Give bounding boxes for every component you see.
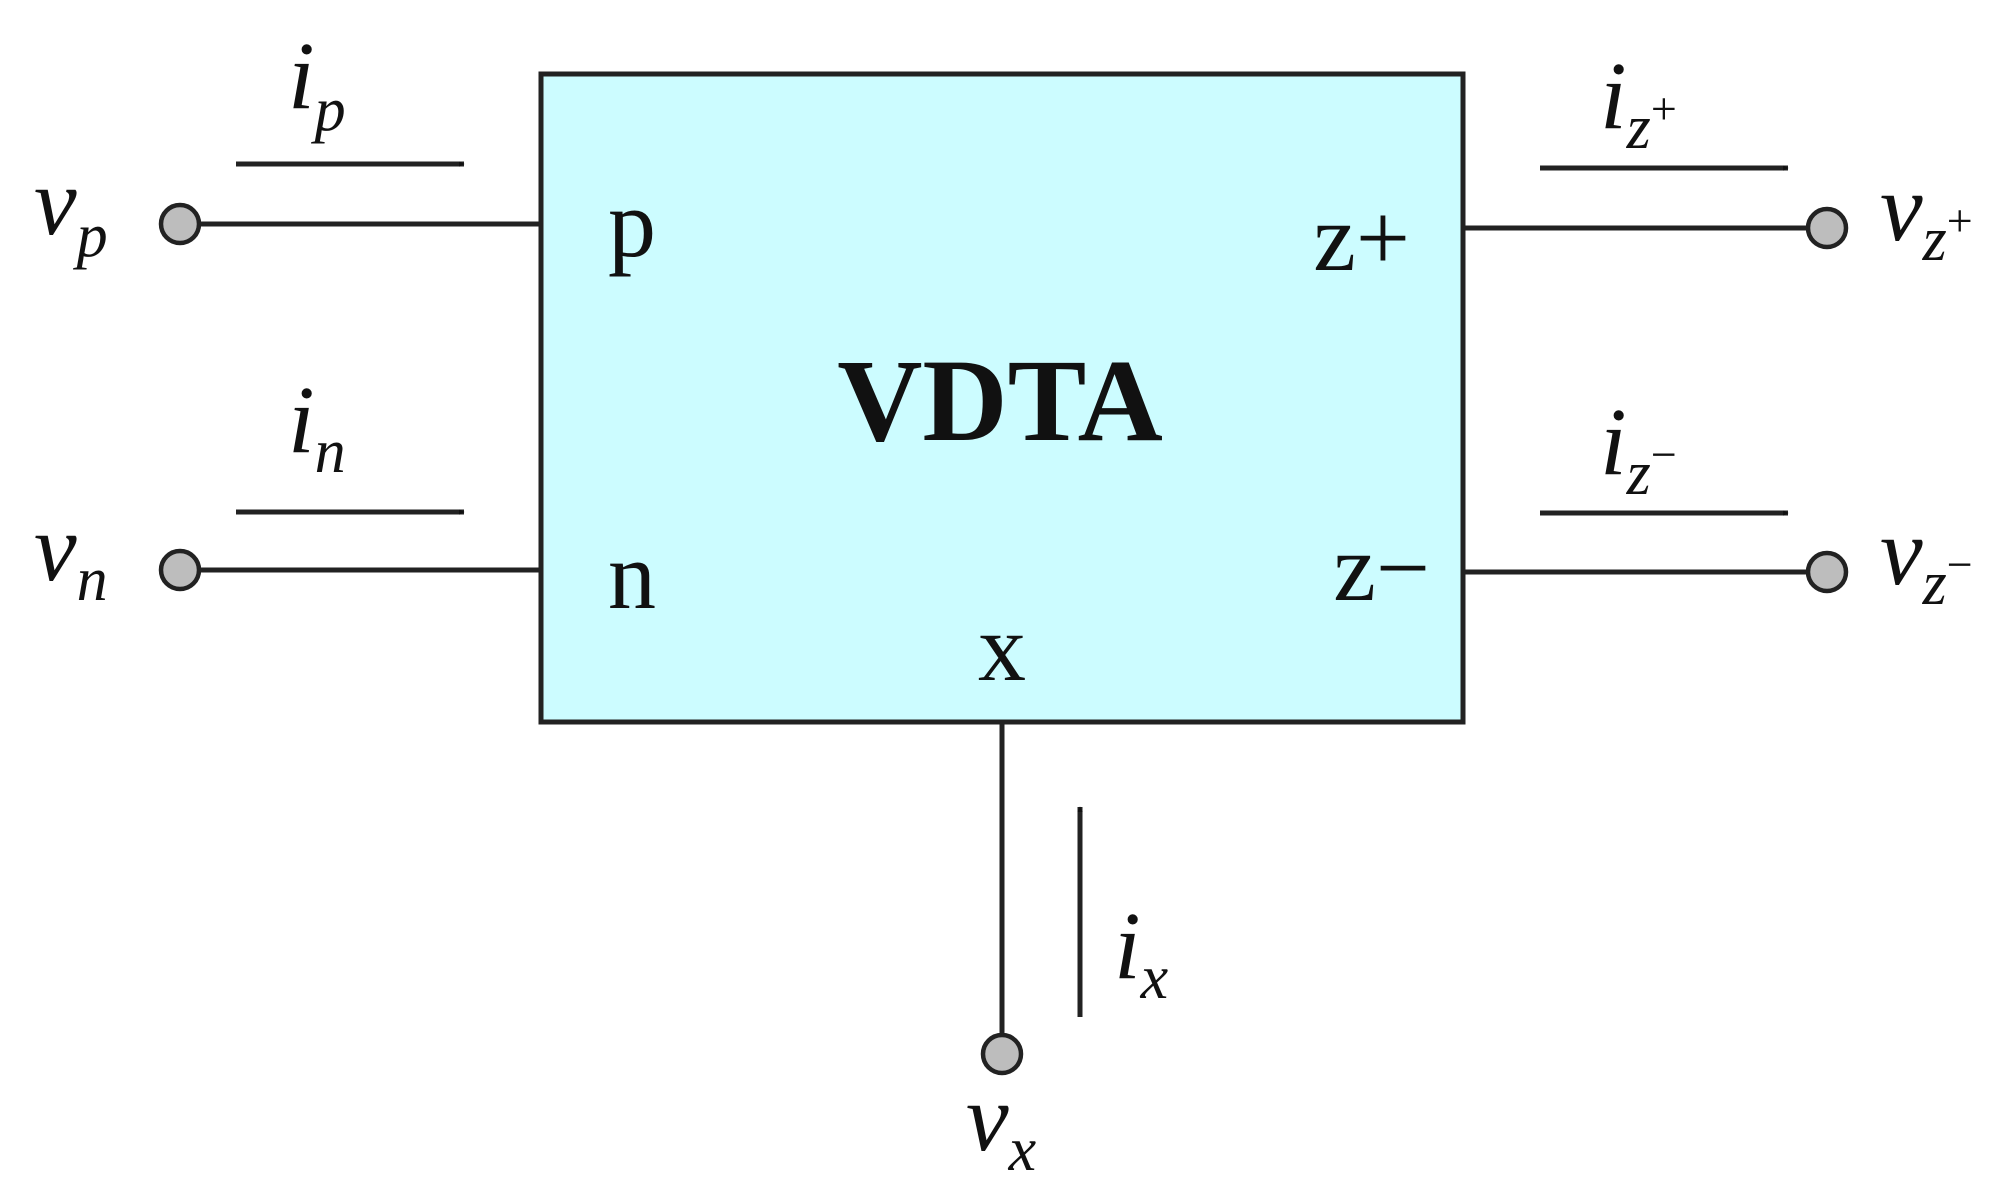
label-vzplus: vz+ bbox=[1880, 154, 1973, 274]
terminal-n bbox=[158, 548, 202, 592]
block-title: VDTA bbox=[837, 335, 1163, 466]
label-ip: ip bbox=[288, 22, 346, 144]
vdta-block bbox=[538, 71, 1466, 725]
terminal-x bbox=[980, 1032, 1024, 1076]
label-izplus: iz+ bbox=[1600, 42, 1677, 162]
label-vzminus: vz− bbox=[1880, 498, 1973, 618]
terminal-p bbox=[158, 202, 202, 246]
label-vx: vx bbox=[966, 1064, 1037, 1184]
label-in: in bbox=[288, 366, 346, 486]
port-p-label: p bbox=[608, 170, 656, 277]
label-vn: vn bbox=[34, 494, 108, 614]
terminal-zminus bbox=[1805, 550, 1849, 594]
label-izminus: iz− bbox=[1600, 388, 1677, 508]
port-x-label: x bbox=[978, 594, 1026, 701]
terminal-zplus bbox=[1805, 206, 1849, 250]
port-n-label: n bbox=[608, 522, 656, 629]
label-vp: vp bbox=[34, 148, 108, 270]
port-zminus-label: z− bbox=[1333, 514, 1430, 621]
port-zplus-label: z+ bbox=[1313, 184, 1410, 291]
label-ix: ix bbox=[1114, 892, 1169, 1012]
